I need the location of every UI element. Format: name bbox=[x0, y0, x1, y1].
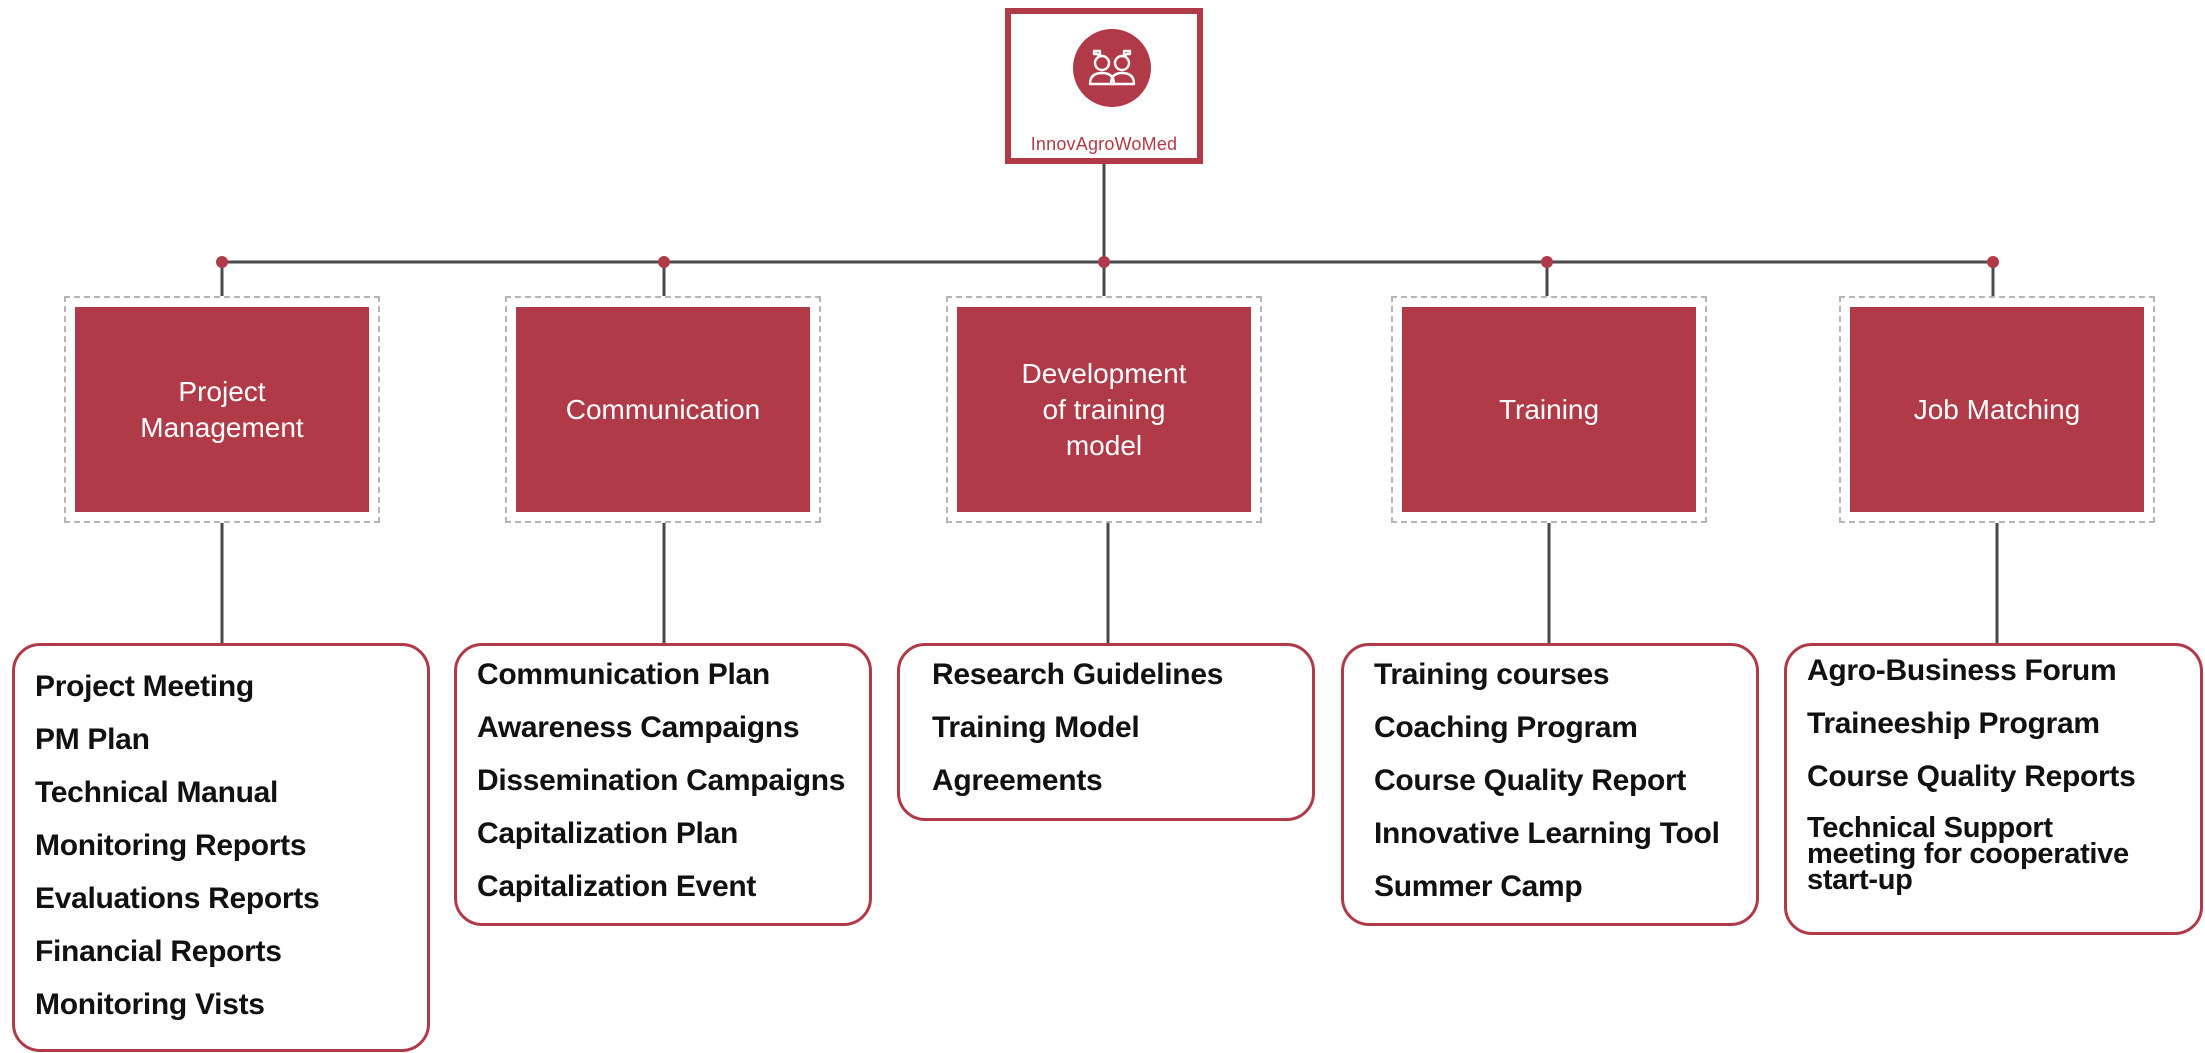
list-item: Evaluations Reports bbox=[35, 882, 320, 915]
list-item: Research Guidelines bbox=[932, 658, 1224, 691]
list-item: Monitoring Vists bbox=[35, 988, 265, 1021]
category-box-project-management: Project Management bbox=[75, 307, 369, 512]
root-node: InnovAgroWoMed bbox=[1005, 8, 1203, 164]
category-frame-job-matching: Job Matching bbox=[1839, 296, 2155, 523]
two-people-speech-icon bbox=[1073, 29, 1151, 107]
list-item: Agreements bbox=[932, 764, 1103, 797]
junction-dot bbox=[1541, 256, 1553, 268]
category-label: Development of training model bbox=[1021, 357, 1187, 461]
list-item: Training courses bbox=[1374, 658, 1610, 691]
category-label: Training bbox=[1498, 393, 1600, 425]
category-label: Project Management bbox=[140, 375, 304, 443]
list-item: Traineeship Program bbox=[1807, 707, 2100, 740]
list-item: Monitoring Reports bbox=[35, 829, 307, 862]
category-frame-project-management: Project Management bbox=[64, 296, 380, 523]
list-item: Course Quality Report bbox=[1374, 764, 1687, 797]
list-item: Agro-Business Forum bbox=[1807, 654, 2117, 687]
category-label: Communication bbox=[565, 393, 761, 425]
category-box-job-matching: Job Matching bbox=[1850, 307, 2144, 512]
list-item: Dissemination Campaigns bbox=[477, 764, 846, 797]
junction-dot bbox=[216, 256, 228, 268]
category-frame-training: Training bbox=[1391, 296, 1707, 523]
deliverables-list-training: Training courses Coaching Program Course… bbox=[1341, 643, 1759, 926]
list-item: Technical Manual bbox=[35, 776, 279, 809]
deliverables-list-job-matching: Agro-Business Forum Traineeship Program … bbox=[1784, 643, 2203, 935]
list-item: Awareness Campaigns bbox=[477, 711, 800, 744]
list-item: Technical Support meeting for cooperativ… bbox=[1807, 812, 2129, 896]
list-item: Summer Camp bbox=[1374, 870, 1583, 903]
list-item: Financial Reports bbox=[35, 935, 282, 968]
category-frame-development-of-training-model: Development of training model bbox=[946, 296, 1262, 523]
list-item: Innovative Learning Tool bbox=[1374, 817, 1720, 850]
junction-dot bbox=[658, 256, 670, 268]
list-item: Course Quality Reports bbox=[1807, 760, 2136, 793]
category-box-training: Training bbox=[1402, 307, 1696, 512]
list-item: Project Meeting bbox=[35, 670, 254, 703]
category-box-communication: Communication bbox=[516, 307, 810, 512]
category-label: Job Matching bbox=[1913, 393, 2081, 425]
list-item: PM Plan bbox=[35, 723, 150, 756]
list-item: Capitalization Plan bbox=[477, 817, 739, 850]
junction-dot bbox=[1098, 256, 1110, 268]
category-frame-communication: Communication bbox=[505, 296, 821, 523]
list-item: Training Model bbox=[932, 711, 1140, 744]
junction-dot bbox=[1987, 256, 1999, 268]
project-name: InnovAgroWoMed bbox=[1030, 134, 1178, 154]
deliverables-list-project-management: Project Meeting PM Plan Technical Manual… bbox=[12, 643, 430, 1052]
deliverables-list-communication: Communication Plan Awareness Campaigns D… bbox=[454, 643, 872, 926]
list-item: Capitalization Event bbox=[477, 870, 757, 903]
list-item: Communication Plan bbox=[477, 658, 770, 691]
deliverables-list-development-of-training-model: Research Guidelines Training Model Agree… bbox=[897, 643, 1315, 821]
category-box-development-of-training-model: Development of training model bbox=[957, 307, 1251, 512]
list-item: Coaching Program bbox=[1374, 711, 1638, 744]
